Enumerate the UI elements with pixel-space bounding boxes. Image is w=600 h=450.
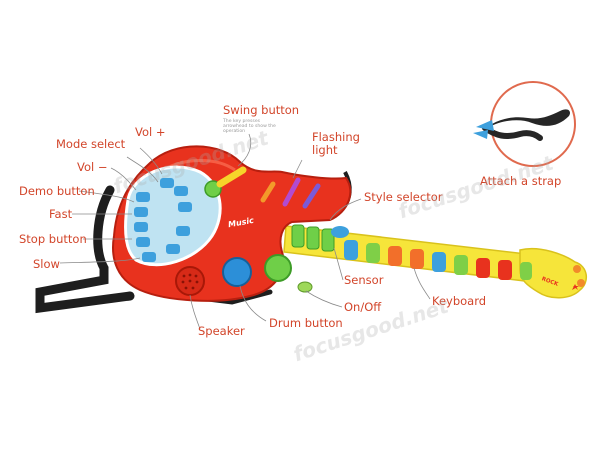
on-off-label: On/Off: [344, 300, 382, 314]
drum-button-green: [264, 254, 292, 282]
style-selector-buttons: [291, 224, 335, 252]
on-off-button: [297, 281, 313, 293]
mode-select-label: Mode select: [56, 137, 126, 151]
vol-plus-label: Vol +: [135, 125, 166, 139]
demo-button-label: Demo button: [19, 184, 95, 198]
strap-inset: [473, 81, 576, 167]
swing-button-note: The key presses arrowhead to show the op…: [223, 119, 276, 135]
panel-buttons: [134, 178, 192, 262]
slow-label: Slow: [33, 257, 60, 271]
tuning-peg-icon: [577, 279, 585, 287]
drum-button-label: Drum button: [269, 316, 343, 330]
drum-button-blue: [222, 257, 252, 287]
attach-strap-label: Attach a strap: [480, 174, 562, 188]
keyboard-keys: [344, 240, 532, 280]
swing-button-label: Swing button: [223, 103, 300, 117]
guitar-strap: [35, 185, 135, 314]
sensor: [331, 226, 349, 238]
star-icon: [572, 284, 579, 290]
guitar-headstock: [519, 248, 587, 299]
stop-button-label: Stop button: [19, 232, 87, 246]
keyboard-label: Keyboard: [432, 294, 487, 308]
speaker-label: Speaker: [198, 324, 245, 338]
leader-lines: [59, 133, 431, 330]
flashing-light-label: Flashing light: [312, 130, 360, 157]
vol-minus-label: Vol −: [77, 160, 108, 174]
sensor-label: Sensor: [344, 273, 384, 287]
flashing-lights: [260, 177, 321, 209]
fast-label: Fast: [49, 207, 73, 221]
style-selector-label: Style selector: [364, 190, 443, 204]
tuning-peg-icon: [573, 265, 581, 273]
